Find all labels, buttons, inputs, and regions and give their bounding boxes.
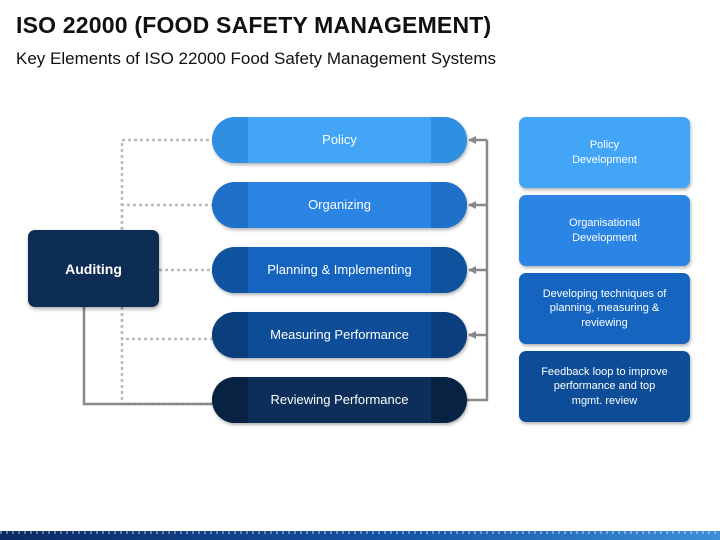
description-feedback-text: Feedback loop to improve performance and… xyxy=(541,365,668,407)
auditing-box: Auditing xyxy=(28,230,159,307)
step-measuring-label: Measuring Performance xyxy=(270,326,409,342)
dotted-connector-organizing xyxy=(120,203,212,230)
step-reviewing-performance: Reviewing Performance xyxy=(212,377,467,423)
description-techniques-text: Developing techniques of planning, measu… xyxy=(542,287,667,329)
step-planning-left-cap xyxy=(212,247,248,293)
step-planning-implementing: Planning & Implementing xyxy=(212,247,467,293)
description-organisational-text: Organisational Development xyxy=(569,217,640,244)
step-reviewing-label: Reviewing Performance xyxy=(270,391,409,407)
description-organisational-development: Organisational Development xyxy=(519,195,690,266)
description-policy-development: Policy Development xyxy=(519,117,690,188)
description-policy-text: Policy Development xyxy=(572,139,637,166)
dotted-connector-policy xyxy=(120,138,212,230)
page-title: ISO 22000 (FOOD SAFETY MANAGEMENT) xyxy=(16,12,492,38)
step-planning-right-cap xyxy=(431,247,467,293)
step-policy: Policy xyxy=(212,117,467,163)
step-reviewing-left-cap xyxy=(212,377,248,423)
feedback-loop xyxy=(467,136,489,402)
step-organizing-left-cap xyxy=(212,182,248,228)
step-organizing-right-cap xyxy=(431,182,467,228)
step-measuring-right-cap xyxy=(431,312,467,358)
step-reviewing-right-cap xyxy=(431,377,467,423)
step-measuring-performance: Measuring Performance xyxy=(212,312,467,358)
description-developing-techniques: Developing techniques of planning, measu… xyxy=(519,273,690,344)
step-policy-left-cap xyxy=(212,117,248,163)
step-planning-label: Planning & Implementing xyxy=(267,261,412,277)
auditing-label: Auditing xyxy=(65,260,122,277)
page-subtitle: Key Elements of ISO 22000 Food Safety Ma… xyxy=(16,49,497,68)
bottom-decorative-bar xyxy=(0,531,720,540)
dotted-connector-reviewing xyxy=(120,307,212,406)
step-organizing-label: Organizing xyxy=(308,196,371,212)
step-policy-label: Policy xyxy=(322,131,357,147)
dotted-connector-measuring xyxy=(120,307,212,341)
step-policy-right-cap xyxy=(431,117,467,163)
step-organizing: Organizing xyxy=(212,182,467,228)
description-feedback-loop: Feedback loop to improve performance and… xyxy=(519,351,690,422)
auditing-to-reviewing-line xyxy=(82,307,212,406)
step-measuring-left-cap xyxy=(212,312,248,358)
